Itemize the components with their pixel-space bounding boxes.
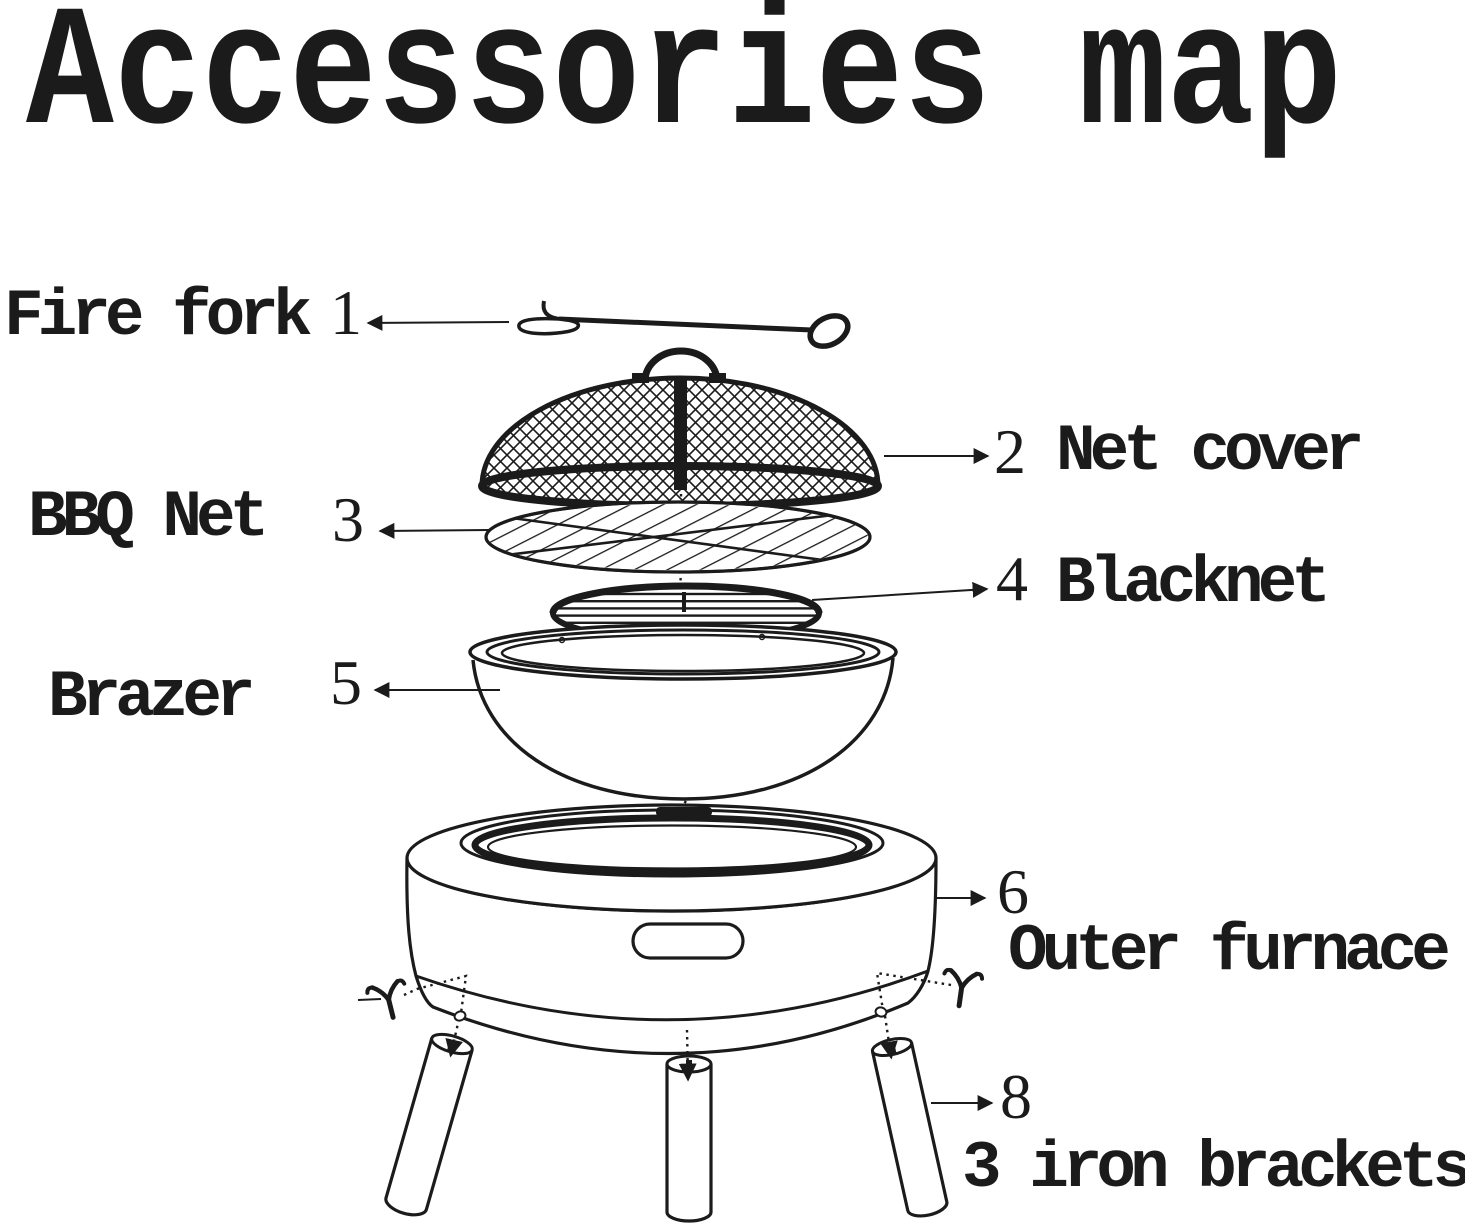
label-net-cover: Net cover: [1056, 414, 1364, 489]
leader-arrow-1: [366, 314, 510, 331]
label-iron-brackets: 3 iron brackets: [962, 1131, 1465, 1206]
label-outer-furnace: Outer furnace: [1008, 914, 1451, 989]
brazer-drawing: [468, 623, 898, 801]
label-blacknet: Blacknet: [1056, 546, 1331, 621]
screw-hole-right: [874, 1006, 888, 1018]
outer-furnace-drawing: [405, 803, 938, 1056]
iron-bracket-left: [384, 1032, 474, 1217]
screw-hole-left: [453, 1010, 467, 1022]
wing-nut-left-leader: [357, 998, 382, 1001]
wing-nut-right: [942, 967, 985, 1009]
iron-bracket-right: [870, 1036, 949, 1218]
leg-assembly-guides: [403, 971, 952, 1082]
page-title: Accessories map: [26, 0, 1343, 174]
part-number-5: 5: [330, 647, 362, 718]
leader-arrow-3: [378, 522, 490, 539]
net-cover-drawing: [478, 347, 882, 510]
part-number-6: 6: [997, 856, 1029, 927]
iron-bracket-middle: [665, 1054, 713, 1223]
leader-arrow-4: [811, 581, 989, 601]
bbq-net-drawing: [484, 500, 872, 574]
assembly-dotted-line: [678, 570, 683, 586]
part-number-8: 8: [1000, 1061, 1032, 1132]
part-number-1: 1: [330, 277, 362, 348]
part-number-2: 2: [994, 416, 1026, 487]
label-brazer: Brazer: [48, 660, 256, 735]
wing-nut-left: [365, 978, 407, 1020]
fire-fork-drawing: [517, 300, 851, 349]
label-bbq-net: BBQ Net: [28, 480, 269, 555]
label-fire-fork: Fire fork: [4, 279, 312, 354]
part-number-3: 3: [332, 484, 364, 555]
part-number-4: 4: [996, 543, 1028, 614]
